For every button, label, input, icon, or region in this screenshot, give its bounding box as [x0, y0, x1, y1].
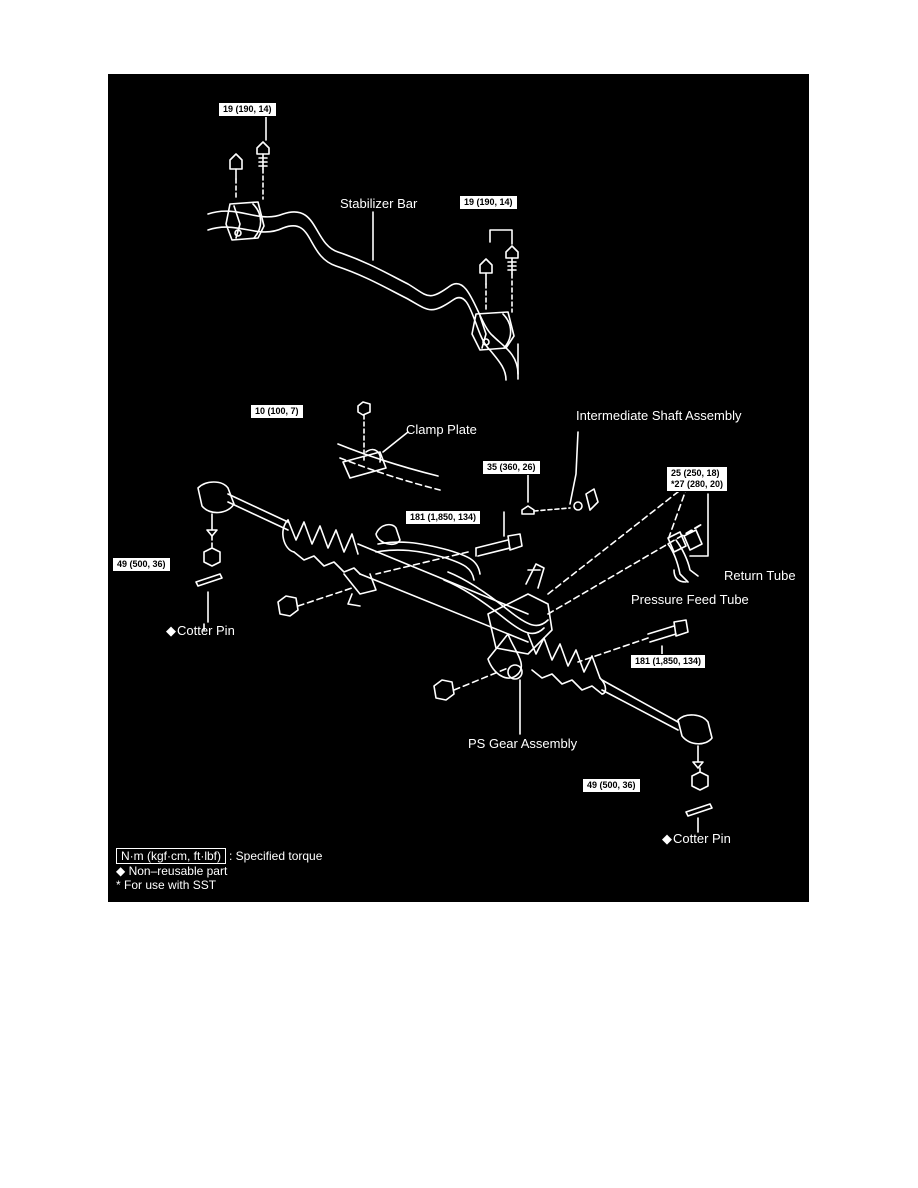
stabilizer-bar-drawing — [207, 201, 519, 381]
non-reusable-diamond-icon: ◆ — [662, 831, 672, 846]
torque-box-mount-bolt-upper: 181 (1,850, 134) — [405, 510, 482, 525]
clamp-plate-drawing — [337, 401, 441, 491]
non-reusable-diamond-icon: ◆ — [166, 623, 176, 638]
torque-box-tie-rod-nut-right: 49 (500, 36) — [582, 778, 641, 793]
torque-box-mount-bolt-lower: 181 (1,850, 134) — [630, 654, 707, 669]
non-reusable-diamond-icon: ◆ — [116, 864, 126, 878]
torque-value: 10 (100, 7) — [255, 406, 299, 416]
label-stabilizer-bar: Stabilizer Bar — [340, 196, 418, 211]
torque-value: 35 (360, 26) — [487, 462, 536, 472]
torque-box-tube-union: 25 (250, 18) *27 (280, 20) — [666, 466, 729, 492]
legend-non-reusable-row: ◆ Non–reusable part — [116, 864, 322, 878]
label-cotter-pin-left: ◆Cotter Pin — [166, 623, 235, 638]
torque-box-shaft-bolt: 35 (360, 26) — [482, 460, 541, 475]
torque-box-stab-left: 19 (190, 14) — [218, 102, 277, 117]
label-ps-gear-assembly: PS Gear Assembly — [468, 736, 578, 751]
label-pressure-feed-tube: Pressure Feed Tube — [631, 592, 749, 607]
mount-bolts-drawing — [375, 511, 689, 663]
label-cotter-pin-right: ◆Cotter Pin — [662, 831, 731, 846]
legend: N·m (kgf·cm, ft·lbf): Specified torque ◆… — [116, 848, 322, 892]
exploded-parts-diagram: 19 (190, 14) 19 (190, 14) 10 (100, 7) 35… — [108, 74, 809, 902]
legend-sst-text: For use with SST — [124, 878, 217, 892]
intermediate-shaft-drawing — [521, 431, 599, 515]
torque-value: 25 (250, 18) — [671, 468, 720, 478]
torque-value: 49 (500, 36) — [117, 559, 166, 569]
torque-value: 19 (190, 14) — [464, 197, 513, 207]
torque-box-stab-right: 19 (190, 14) — [459, 195, 518, 210]
legend-torque-key: N·m (kgf·cm, ft·lbf) — [116, 848, 226, 864]
sst-asterisk-icon: * — [116, 878, 121, 892]
torque-box-clamp-nut: 10 (100, 7) — [250, 404, 304, 419]
torque-value: 181 (1,850, 134) — [635, 656, 702, 666]
legend-torque-row: N·m (kgf·cm, ft·lbf): Specified torque — [116, 848, 322, 864]
label-clamp-plate: Clamp Plate — [406, 422, 477, 437]
label-return-tube: Return Tube — [724, 568, 796, 583]
torque-value: 19 (190, 14) — [223, 104, 272, 114]
cotter-pin-text: Cotter Pin — [177, 623, 235, 638]
legend-non-reusable-text: Non–reusable part — [128, 864, 228, 878]
torque-value-sst: *27 (280, 20) — [671, 479, 724, 489]
torque-box-tie-rod-nut-left: 49 (500, 36) — [112, 557, 171, 572]
nut-and-pin-drawing — [195, 535, 713, 833]
label-intermediate-shaft: Intermediate Shaft Assembly — [576, 408, 742, 423]
legend-sst-row: * For use with SST — [116, 878, 322, 892]
torque-value: 181 (1,850, 134) — [410, 512, 477, 522]
tube-drawing — [547, 483, 709, 615]
legend-torque-desc: : Specified torque — [229, 849, 323, 863]
cotter-pin-text: Cotter Pin — [673, 831, 731, 846]
steering-rack-drawing — [197, 481, 713, 769]
torque-value: 49 (500, 36) — [587, 780, 636, 790]
line-art — [195, 103, 713, 833]
